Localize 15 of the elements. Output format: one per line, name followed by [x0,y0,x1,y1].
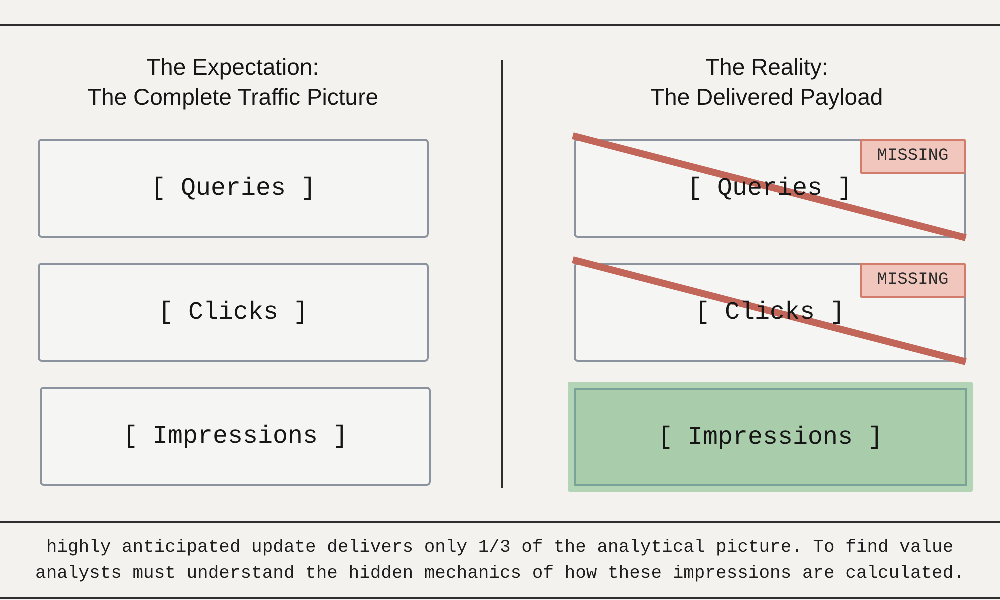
metric-box [38,139,429,238]
column-subheading: The Complete Traffic Picture [88,83,379,111]
metric-box [38,263,429,362]
column-heading: The Expectation: [146,53,320,81]
status-tag: MISSING [860,139,966,174]
metric-label: [ Impressions ] [122,422,348,451]
column-subheading: The Delivered Payload [650,83,884,111]
highlighted-metric-box [568,382,973,492]
metric-box [40,387,431,486]
metric-label: [ Queries ] [150,174,316,203]
caption-text: highly anticipated update delivers only 1/3 of the analytical picture. To find value analysts must understand the hidden mechanics of how these impressions are calculated. [34,537,966,586]
column-heading: The Reality: [706,53,828,81]
status-tag: MISSING [860,263,966,298]
metric-label: [ Clicks ] [158,298,309,327]
metric-label: [ Impressions ] [658,422,884,452]
